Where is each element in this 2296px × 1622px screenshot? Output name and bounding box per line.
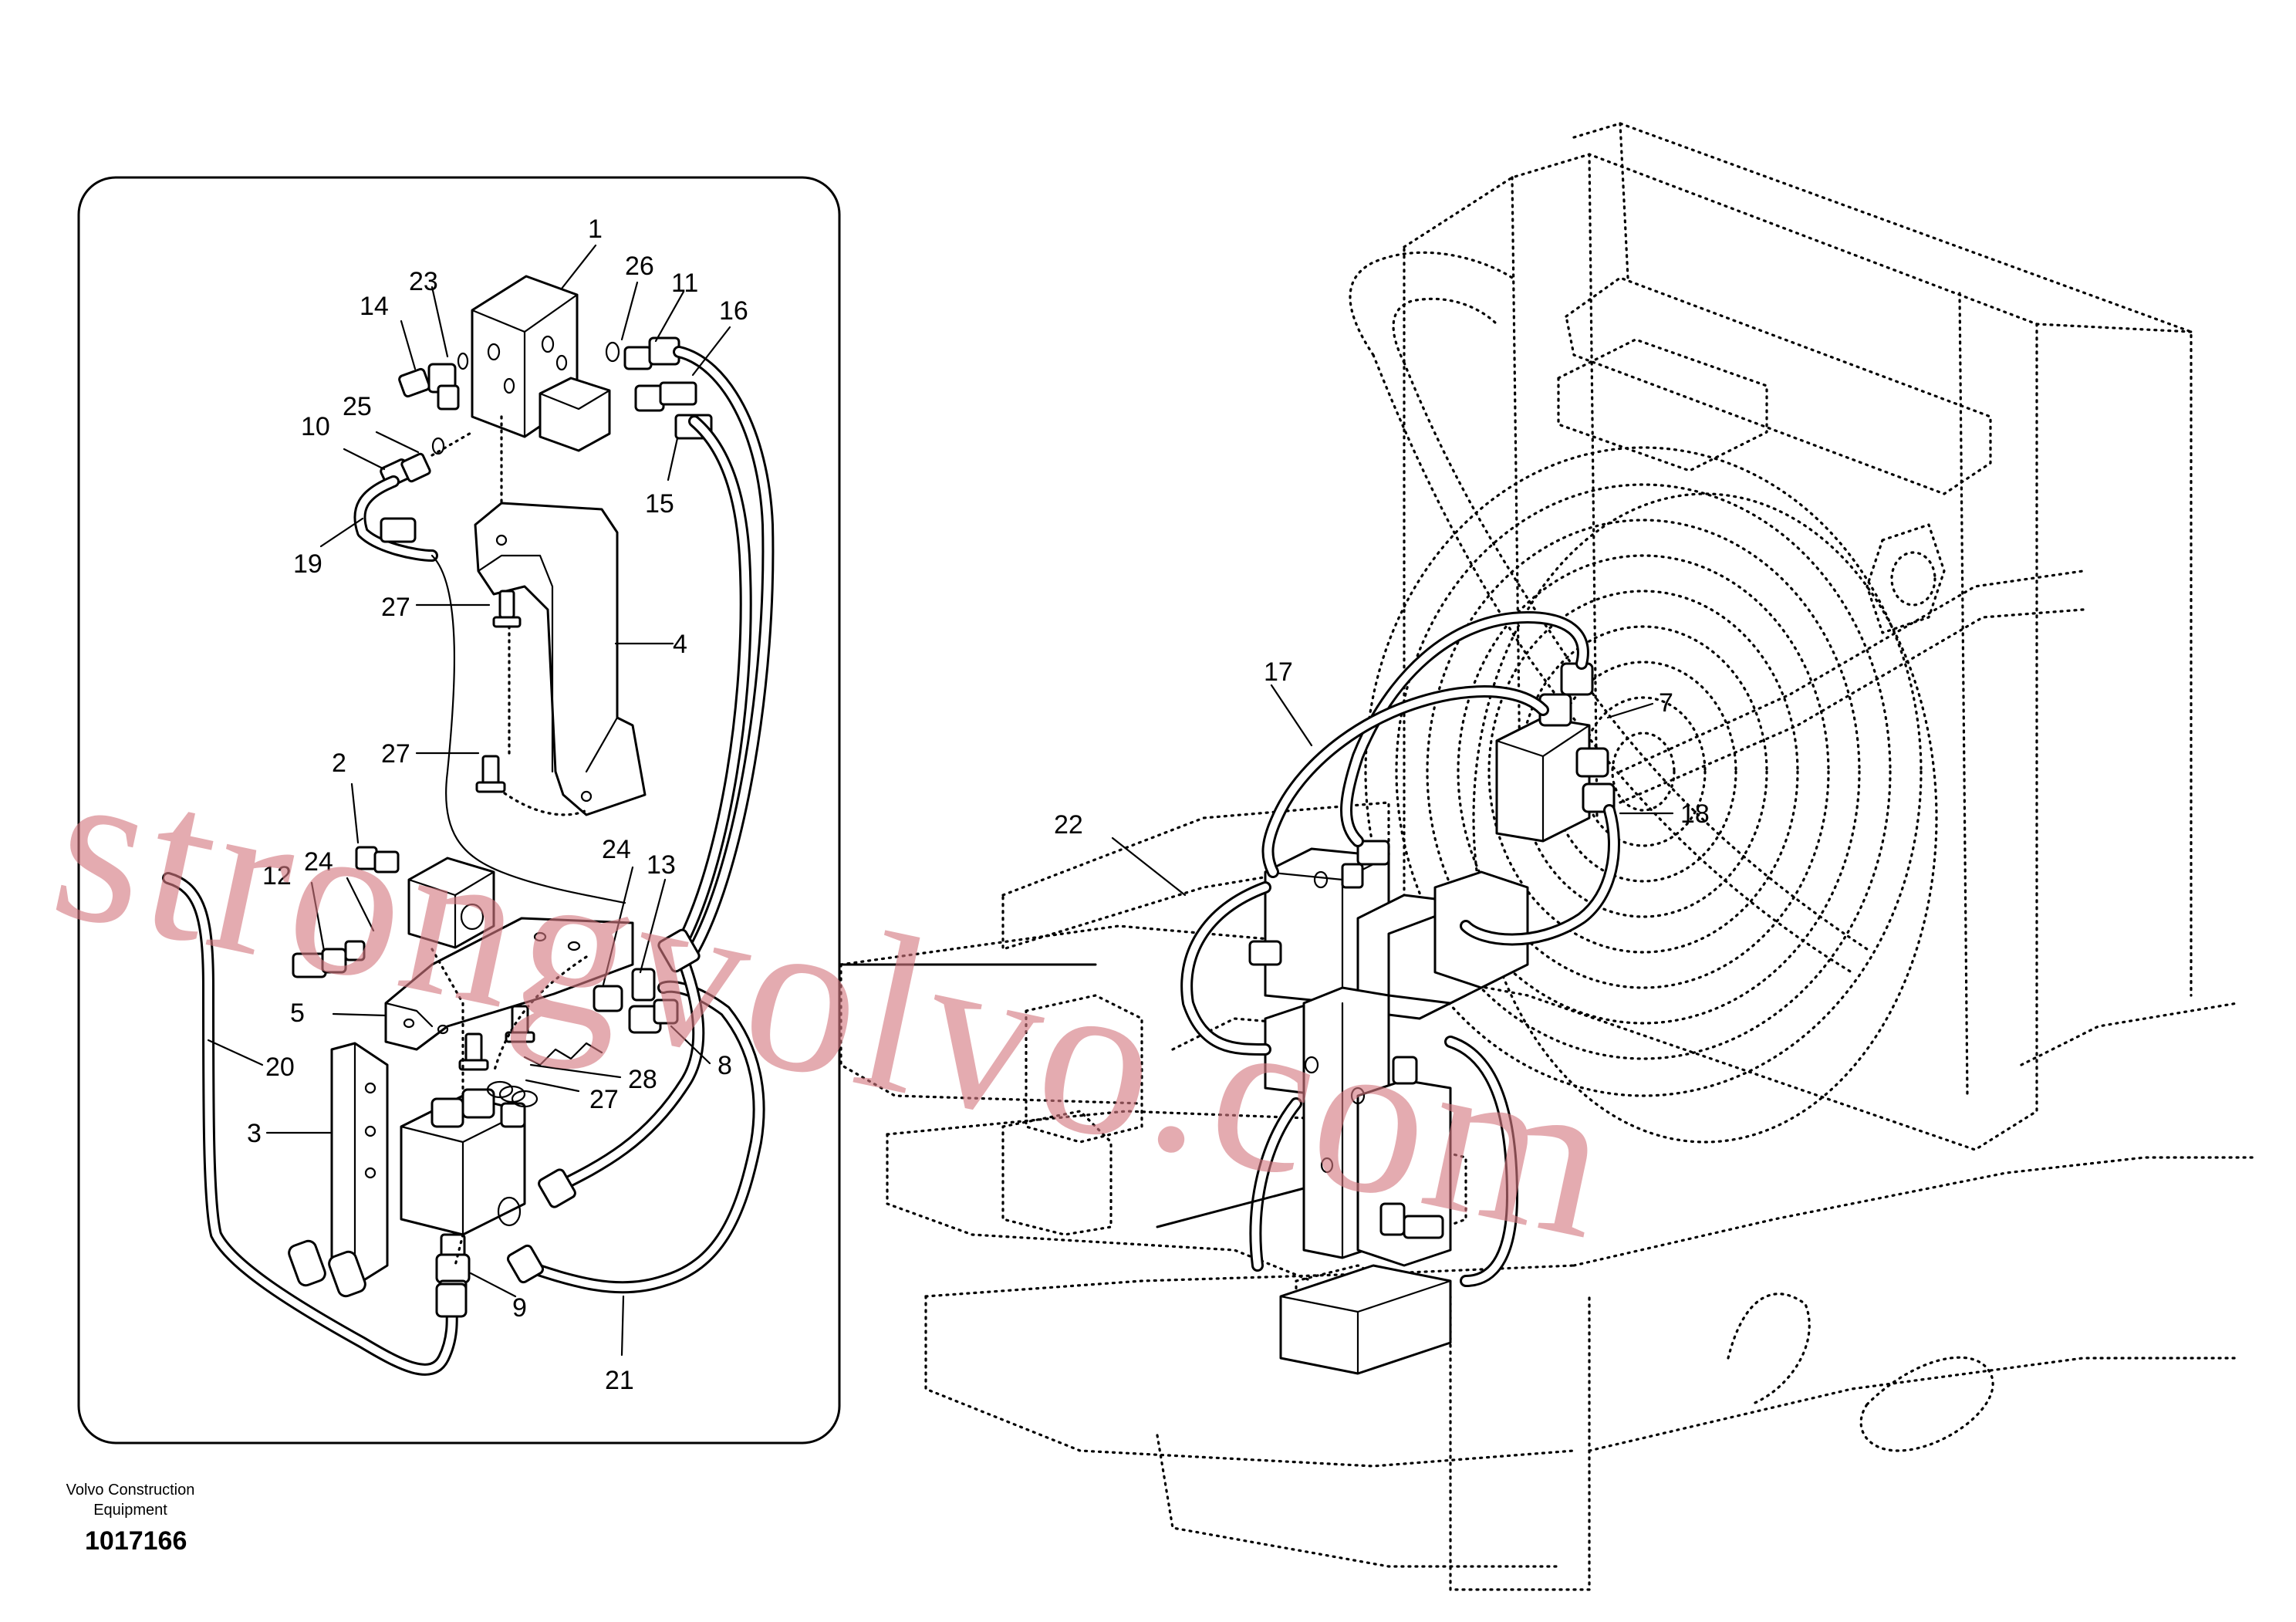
callout-26: 26: [625, 252, 654, 281]
callout-19: 19: [293, 549, 322, 579]
screws-part-27: [458, 590, 535, 1071]
callout-3: 3: [247, 1119, 262, 1148]
spring-coils: [486, 1080, 539, 1108]
manufacturer-line-1: Volvo Construction: [66, 1482, 195, 1499]
callout-11: 11: [671, 269, 698, 298]
callout-21: 21: [605, 1366, 634, 1395]
callout-22: 22: [1054, 810, 1083, 840]
callout-7: 7: [1659, 688, 1673, 718]
callout-5: 5: [290, 999, 305, 1028]
callout-24-a: 24: [602, 835, 631, 864]
valve-block-part-7: [1495, 662, 1616, 843]
callout-9: 9: [512, 1293, 527, 1323]
callout-27-b: 27: [381, 739, 410, 769]
callout-23: 23: [409, 267, 438, 296]
callout-14: 14: [360, 292, 389, 321]
callout-27-c: 27: [589, 1085, 619, 1114]
callout-12: 12: [262, 861, 292, 890]
valve-block-part-1: [471, 275, 611, 452]
callout-24-b: 24: [304, 847, 333, 877]
callout-2: 2: [332, 748, 346, 778]
manufacturer-line-2: Equipment: [93, 1502, 167, 1519]
bracket-part-3: [288, 1042, 389, 1298]
leader-lines: [207, 244, 1674, 1357]
callout-4: 4: [673, 630, 687, 659]
callout-16: 16: [719, 296, 748, 326]
watermark: strongvolvo.com: [36, 716, 1633, 1287]
detail-inset: [77, 176, 841, 1445]
callout-labels: 1 23 14 26 11 16 25 10 15 19 27 4 27 2 2…: [247, 215, 1710, 1395]
callout-20: 20: [265, 1053, 295, 1082]
callout-18: 18: [1680, 799, 1710, 829]
callout-13: 13: [647, 850, 676, 880]
machine-assembly-view: [839, 122, 2254, 1591]
inset-frame: [77, 176, 841, 1445]
callout-1: 1: [588, 215, 603, 244]
cooling-fan-guard: [1364, 446, 1938, 1144]
callout-25: 25: [343, 392, 372, 421]
drawing-number: 1017166: [85, 1526, 187, 1556]
callout-17: 17: [1264, 657, 1293, 687]
callout-28: 28: [628, 1065, 657, 1094]
solenoid-valve-part-2: [292, 846, 495, 978]
callout-8: 8: [718, 1051, 732, 1080]
callout-27-a: 27: [381, 593, 410, 622]
manifold-part-28: [400, 1042, 603, 1236]
bracket-part-4: [474, 502, 647, 816]
manufacturer-caption: Volvo Construction Equipment: [34, 1480, 227, 1520]
bracket-part-5: [384, 917, 634, 1051]
callout-10: 10: [301, 412, 330, 441]
callout-15: 15: [645, 489, 674, 519]
